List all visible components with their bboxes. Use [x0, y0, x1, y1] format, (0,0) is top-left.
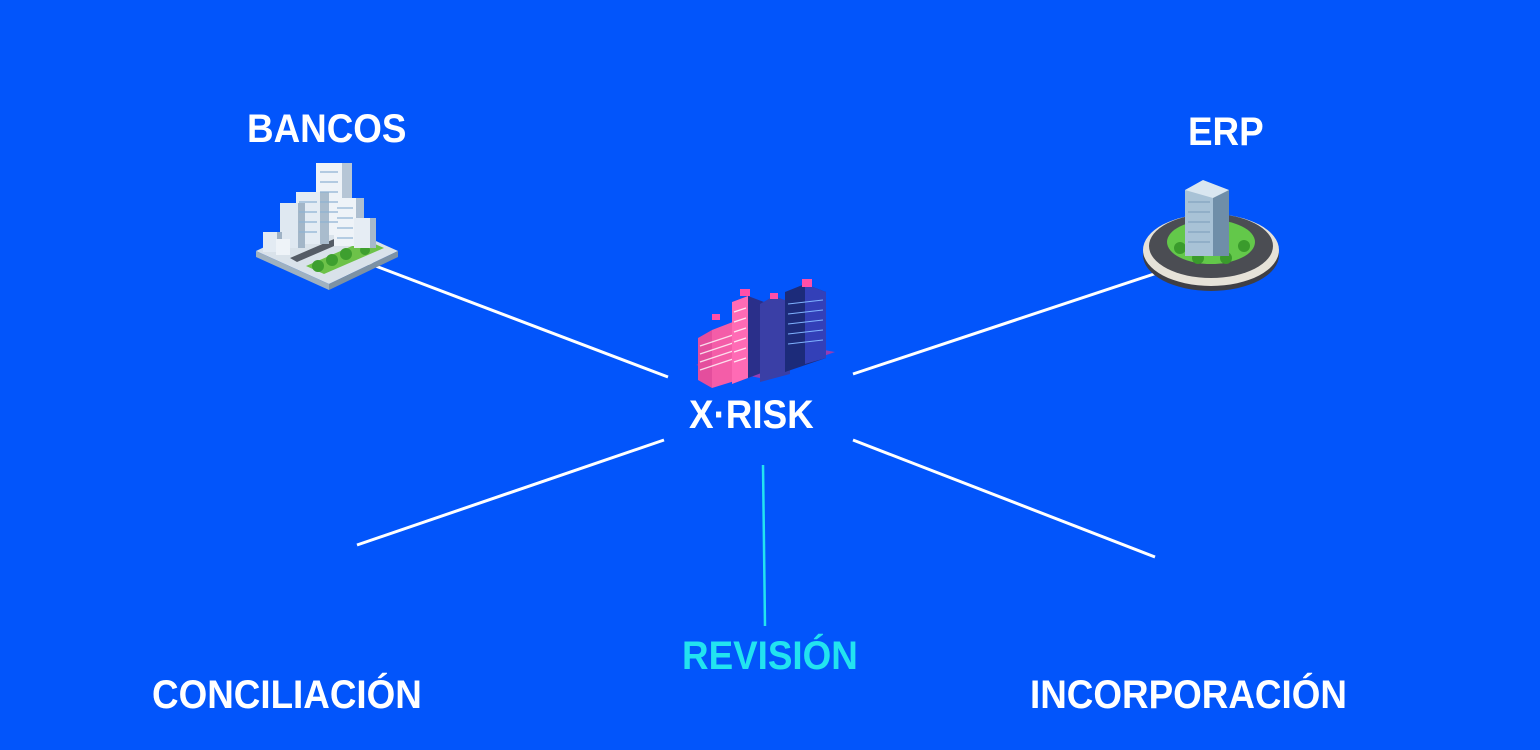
connector-erp: [852, 270, 1161, 376]
connector-conciliacion: [356, 438, 665, 547]
connector-incorporacion: [852, 438, 1156, 559]
connector-revision: [761, 464, 767, 627]
label-revision: REVISIÓN: [682, 634, 858, 678]
label-bancos: BANCOS: [247, 107, 407, 151]
connector-bancos: [364, 260, 669, 379]
label-incorporacion: INCORPORACIÓN: [1030, 673, 1347, 717]
office-roundabout-icon: [1143, 180, 1279, 291]
label-center: X·RISK: [689, 393, 814, 437]
label-conciliacion: CONCILIACIÓN: [152, 673, 422, 717]
skyscrapers-icon: [696, 279, 835, 388]
city-blocks-icon: [256, 163, 398, 290]
label-erp: ERP: [1188, 110, 1264, 154]
